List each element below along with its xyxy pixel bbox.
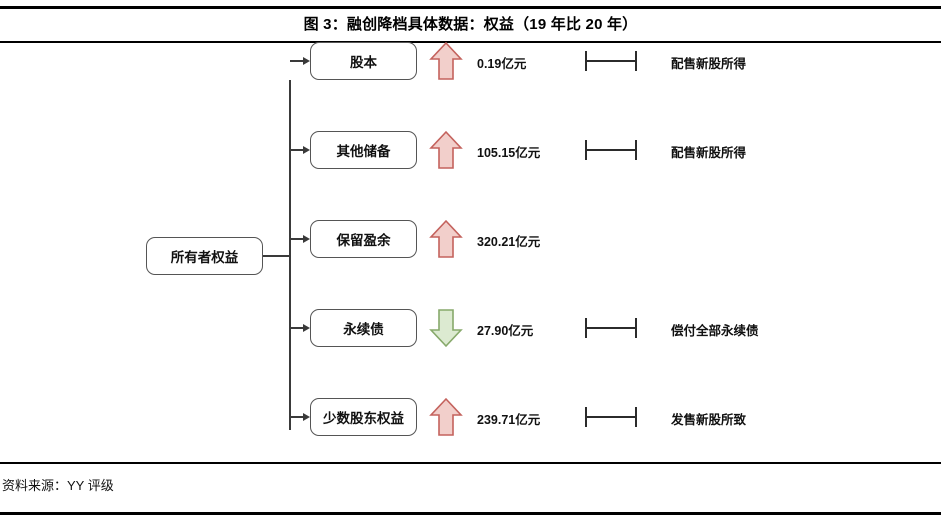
node-1[interactable]: 股本: [310, 42, 417, 80]
footer-bottom-rule: [0, 512, 941, 515]
node-label: 股本: [350, 55, 377, 70]
arrow-up-icon: [429, 397, 463, 437]
figure-title: 图 3：融创降档具体数据：权益（19 年比 20 年）: [303, 16, 638, 33]
node-2[interactable]: 其他储备: [310, 131, 417, 169]
arrow-up-icon: [429, 41, 463, 81]
note-label: 配售新股所得: [671, 146, 747, 160]
arrow-up-icon: [429, 130, 463, 170]
bracket-connector: [585, 407, 637, 427]
bracket-tick-right: [634, 51, 637, 71]
footer-top-rule: [0, 462, 941, 464]
arrow-down-icon: [429, 308, 463, 348]
node-label: 其他储备: [336, 144, 391, 159]
connector-vertical-spine: [289, 80, 291, 430]
node-root[interactable]: 所有者权益: [146, 237, 263, 275]
connector-stub: [290, 149, 304, 151]
connector-stub: [290, 60, 304, 62]
source-note: 资料来源：YY 评级: [2, 478, 114, 493]
node-5[interactable]: 少数股东权益: [310, 398, 417, 436]
bracket-connector: [585, 140, 637, 160]
connector-root-to-spine: [263, 255, 290, 257]
bracket-bar: [585, 416, 637, 419]
note-label: 偿付全部永续债: [671, 324, 759, 338]
value-label: 27.90亿元: [477, 324, 534, 338]
node-label: 少数股东权益: [323, 411, 404, 426]
value-label: 239.71亿元: [477, 413, 541, 427]
connector-stub: [290, 327, 304, 329]
arrowhead-icon: [303, 234, 310, 243]
value-label: 105.15亿元: [477, 146, 541, 160]
node-4[interactable]: 永续债: [310, 309, 417, 347]
bracket-tick-right: [634, 140, 637, 160]
node-label: 保留盈余: [336, 233, 391, 248]
node-3[interactable]: 保留盈余: [310, 220, 417, 258]
bracket-connector: [585, 51, 637, 71]
bracket-connector: [585, 318, 637, 338]
note-label: 发售新股所致: [671, 413, 747, 427]
arrow-up-icon: [429, 219, 463, 259]
arrowhead-icon: [303, 323, 310, 332]
node-root-label: 所有者权益: [170, 250, 239, 265]
arrowhead-icon: [303, 56, 310, 65]
note-label: 配售新股所得: [671, 57, 747, 71]
connector-stub: [290, 238, 304, 240]
node-label: 永续债: [343, 322, 384, 337]
arrowhead-icon: [303, 145, 310, 154]
bracket-tick-right: [634, 318, 637, 338]
bracket-bar: [585, 327, 637, 330]
top-rule: [0, 6, 941, 9]
title-underline-rule: [0, 41, 941, 43]
bracket-bar: [585, 149, 637, 152]
value-label: 0.19亿元: [477, 57, 527, 71]
bracket-tick-right: [634, 407, 637, 427]
connector-stub: [290, 416, 304, 418]
value-label: 320.21亿元: [477, 235, 541, 249]
bracket-bar: [585, 60, 637, 63]
arrowhead-icon: [303, 412, 310, 421]
